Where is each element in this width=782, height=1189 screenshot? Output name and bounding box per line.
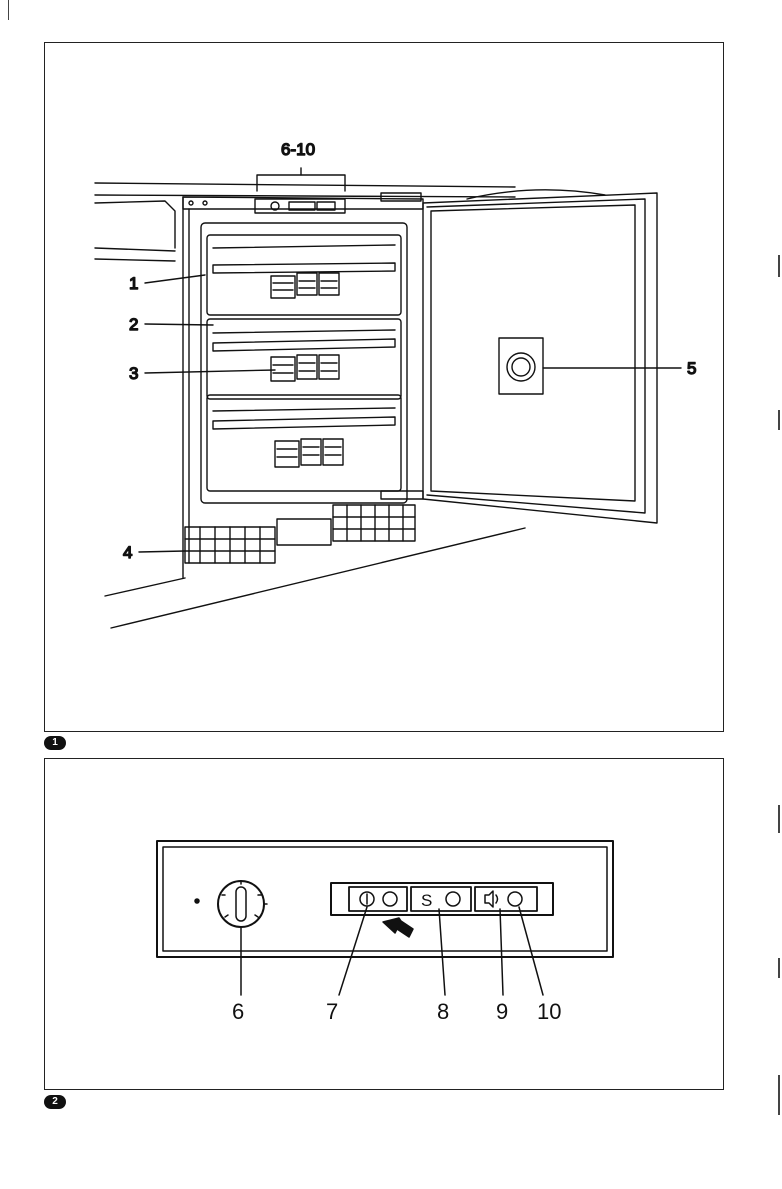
- speaker-icon: [485, 891, 493, 907]
- figure-1-freezer-overview: 6-10 1 2 3 4 5: [44, 42, 724, 732]
- callout-6-10-bracket: [257, 175, 345, 191]
- super-freeze-indicator-light: [446, 892, 460, 906]
- super-freeze-button: [411, 887, 471, 911]
- control-panel-illustration: S 6 7 8 9 10: [45, 759, 725, 1091]
- super-freeze-letter: S: [421, 891, 432, 910]
- dial-grip: [236, 887, 246, 921]
- alarm-button: [475, 887, 537, 911]
- left-cabinet-line: [95, 248, 175, 251]
- scan-edge-mark: [778, 805, 780, 833]
- scan-edge-mark: [8, 0, 9, 20]
- power-indicator-light: [383, 892, 397, 906]
- thermostat-dial: [218, 881, 267, 927]
- scan-edge-mark: [778, 1075, 780, 1115]
- callout-9-leader: [500, 909, 503, 995]
- callout-2-leader: [145, 324, 213, 325]
- worktop-line: [95, 195, 515, 197]
- figure-2-control-panel: S 6 7 8 9 10: [44, 758, 724, 1090]
- floor-line: [111, 528, 525, 628]
- figure-1-badge: 1: [44, 736, 66, 750]
- left-cabinet-edge: [95, 201, 175, 248]
- door-lock: [507, 353, 535, 381]
- callout-7: 7: [326, 999, 338, 1024]
- callout-9: 9: [496, 999, 508, 1024]
- drawer-1: [207, 235, 401, 315]
- dial-marker-dot: [195, 899, 199, 903]
- callout-8: 8: [437, 999, 449, 1024]
- callout-5: 5: [687, 359, 696, 378]
- drawer-3: [207, 395, 401, 491]
- callout-4: 4: [123, 543, 132, 562]
- power-button: [349, 887, 407, 911]
- control-panel-frame: [157, 841, 613, 957]
- floor-line: [105, 578, 185, 596]
- drawer-2: [207, 319, 401, 399]
- figure-2-badge: 2: [44, 1095, 66, 1109]
- freezer-illustration: 6-10 1 2 3 4 5: [45, 43, 725, 733]
- callout-4-leader: [139, 551, 185, 552]
- worktop-line: [95, 183, 515, 187]
- callout-1: 1: [129, 274, 138, 293]
- scan-edge-mark: [778, 958, 780, 978]
- ventilation-grille: [185, 505, 415, 563]
- callout-6: 6: [232, 999, 244, 1024]
- callout-6-10: 6-10: [281, 140, 315, 159]
- callout-8-leader: [439, 909, 445, 995]
- alarm-indicator-light: [508, 892, 522, 906]
- callout-2: 2: [129, 315, 138, 334]
- scan-edge-mark: [778, 410, 780, 430]
- callout-1-leader: [145, 275, 205, 283]
- arrow-icon: [383, 918, 413, 937]
- open-door: [381, 190, 657, 523]
- door-lock-plate: [499, 338, 543, 394]
- control-panel-inner: [163, 847, 607, 951]
- control-strip: [255, 199, 345, 213]
- screw: [189, 201, 193, 205]
- screw: [203, 201, 207, 205]
- callout-10: 10: [537, 999, 561, 1024]
- callout-3: 3: [129, 364, 138, 383]
- callout-3-leader: [145, 370, 275, 373]
- scan-edge-mark: [778, 255, 780, 277]
- left-cabinet-line: [95, 259, 175, 261]
